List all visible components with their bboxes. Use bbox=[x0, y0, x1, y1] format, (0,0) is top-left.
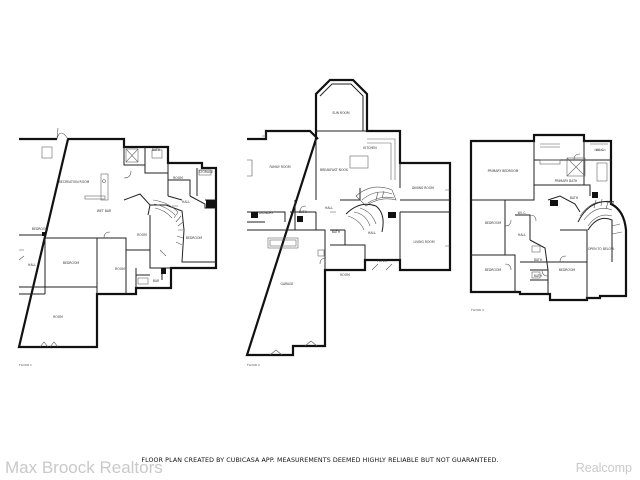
floor-3-fixture bbox=[531, 271, 541, 279]
floor-3-stairs bbox=[579, 198, 623, 235]
floor-2-fixture bbox=[297, 216, 303, 222]
room-label: ROOM bbox=[137, 233, 147, 237]
room-label: BEDROOM bbox=[32, 227, 48, 231]
floor-1-fixture bbox=[41, 146, 53, 159]
room-label: BEDROOM bbox=[485, 268, 501, 272]
floor-3-doors bbox=[504, 153, 581, 277]
floor-2-kitchen-counter bbox=[367, 138, 396, 180]
watermark-realcomp: Realcomp bbox=[575, 461, 632, 475]
room-label: GARAGE bbox=[281, 282, 294, 286]
room-label: ROOM bbox=[173, 176, 183, 180]
room-label: WET BAR bbox=[97, 209, 112, 213]
room-label: BAR bbox=[153, 279, 160, 283]
floor-1-outer-wall bbox=[17, 137, 218, 349]
floor-1-fixture bbox=[206, 200, 216, 208]
floor-1-stairs bbox=[152, 199, 184, 246]
floor-2-curved-stair bbox=[345, 203, 384, 233]
room-label: W.I.C. bbox=[518, 211, 527, 215]
room-label: RECREATION ROOM bbox=[59, 180, 90, 184]
disclaimer-text: FLOOR PLAN CREATED BY CUBICASA APP. MEAS… bbox=[141, 457, 499, 464]
room-label: BATH bbox=[299, 210, 308, 214]
room-label: BATH bbox=[534, 274, 543, 278]
room-label: STORAGE bbox=[199, 170, 214, 174]
floor-1-fixture bbox=[100, 173, 109, 201]
floor-1-fixture bbox=[161, 268, 166, 274]
floor-3-bath-tub bbox=[566, 157, 586, 177]
floor-3-outer-wall bbox=[469, 133, 628, 302]
floor-2-fixture bbox=[269, 239, 297, 247]
room-label: ROOM bbox=[115, 267, 125, 271]
floor-1-plan: RECREATION ROOM WET BAR BATH ROOM STORAG… bbox=[17, 127, 218, 367]
room-label: OPEN TO BELOW bbox=[588, 247, 614, 251]
floor-2-outer-wall bbox=[245, 78, 452, 357]
floor-1-fixture bbox=[137, 277, 149, 285]
floor-2-room-labels: SUN ROOM FAMILY ROOM BREAKFAST NOOK KITC… bbox=[259, 111, 435, 286]
floor-3-vanity bbox=[596, 162, 608, 182]
floor-3-room-labels: PRIMARY BEDROOM W.I.C. PRIMARY BATH BATH… bbox=[485, 148, 614, 278]
room-label: BEDROOM bbox=[63, 261, 79, 265]
room-label: BEDROOM bbox=[485, 221, 501, 225]
floor-1-fixture bbox=[42, 232, 46, 236]
floor-1-label: FLOOR 1 bbox=[19, 363, 32, 367]
floor-1-fixture bbox=[125, 148, 139, 163]
floor-3-vanity bbox=[539, 159, 561, 165]
room-label: BREAKFAST NOOK bbox=[320, 168, 349, 172]
room-label: HALL bbox=[518, 233, 526, 237]
floor-2-garage-area bbox=[267, 237, 299, 249]
room-label: LIVING ROOM bbox=[413, 240, 434, 244]
floor-3-fixture bbox=[531, 245, 541, 253]
floor-3-fixture bbox=[592, 192, 598, 198]
floor-2-fixture bbox=[251, 212, 258, 218]
floor-2-plan: SUN ROOM FAMILY ROOM BREAKFAST NOOK KITC… bbox=[245, 78, 452, 367]
floor-2-interior-walls bbox=[247, 130, 450, 270]
floor-3-plan: PRIMARY BEDROOM W.I.C. PRIMARY BATH BATH… bbox=[469, 133, 628, 312]
floor-1-fixture bbox=[198, 169, 212, 176]
floor-1-doors bbox=[18, 127, 178, 348]
room-label: PRIMARY BEDROOM bbox=[488, 169, 519, 173]
floor-2-fixture bbox=[317, 249, 325, 257]
floor-3-bath-tub bbox=[566, 157, 586, 177]
room-label: HALL bbox=[368, 231, 376, 235]
room-label: ROOM bbox=[53, 315, 63, 319]
floor-2-fixture bbox=[388, 212, 396, 218]
floor-1-fixture bbox=[102, 179, 106, 183]
floor-1-room-labels: RECREATION ROOM WET BAR BATH ROOM STORAG… bbox=[28, 148, 213, 319]
room-label: PRIMARY BATH bbox=[555, 179, 578, 183]
room-label: ROOM bbox=[340, 273, 350, 277]
room-label: BEDROOM bbox=[186, 236, 202, 240]
floor-2-doors bbox=[247, 135, 450, 356]
room-label: FOYER bbox=[377, 259, 388, 263]
room-label: HALL bbox=[28, 263, 36, 267]
room-label: HALL bbox=[182, 200, 190, 204]
floor-3-stair-rail bbox=[577, 200, 615, 262]
room-label: DINING ROOM bbox=[412, 186, 434, 190]
room-label: BATH bbox=[570, 196, 579, 200]
room-label: FAMILY ROOM bbox=[269, 165, 290, 169]
floor-1-fixture bbox=[151, 149, 163, 159]
room-label: BATH bbox=[534, 258, 543, 262]
floor-2-stairs bbox=[347, 186, 397, 231]
floor-3-interior-walls bbox=[471, 141, 611, 300]
floor-3-label: FLOOR 3 bbox=[471, 308, 484, 312]
watermark-max-broock: Max Broock Realtors bbox=[5, 458, 163, 477]
floor-1-fixture bbox=[125, 148, 139, 163]
room-label: HALL bbox=[325, 206, 333, 210]
floor-3-fixture bbox=[550, 200, 558, 206]
room-label: W.I.C. bbox=[596, 148, 605, 152]
floor-3-closet-shelves bbox=[540, 143, 608, 151]
room-label: KITCHEN bbox=[363, 146, 377, 150]
floor-2-sunroom-walls bbox=[319, 83, 364, 131]
room-label: BATH bbox=[152, 148, 161, 152]
floor-1-interior-walls bbox=[19, 147, 216, 295]
room-label: LAUNDRY bbox=[259, 211, 274, 215]
floor-2-label: FLOOR 2 bbox=[247, 363, 260, 367]
room-label: BATH bbox=[332, 230, 341, 234]
floor-1-fixture bbox=[84, 195, 106, 200]
room-label: SUN ROOM bbox=[332, 111, 350, 115]
floor-2-kitchen-island bbox=[349, 155, 369, 169]
room-label: BEDROOM bbox=[559, 268, 575, 272]
